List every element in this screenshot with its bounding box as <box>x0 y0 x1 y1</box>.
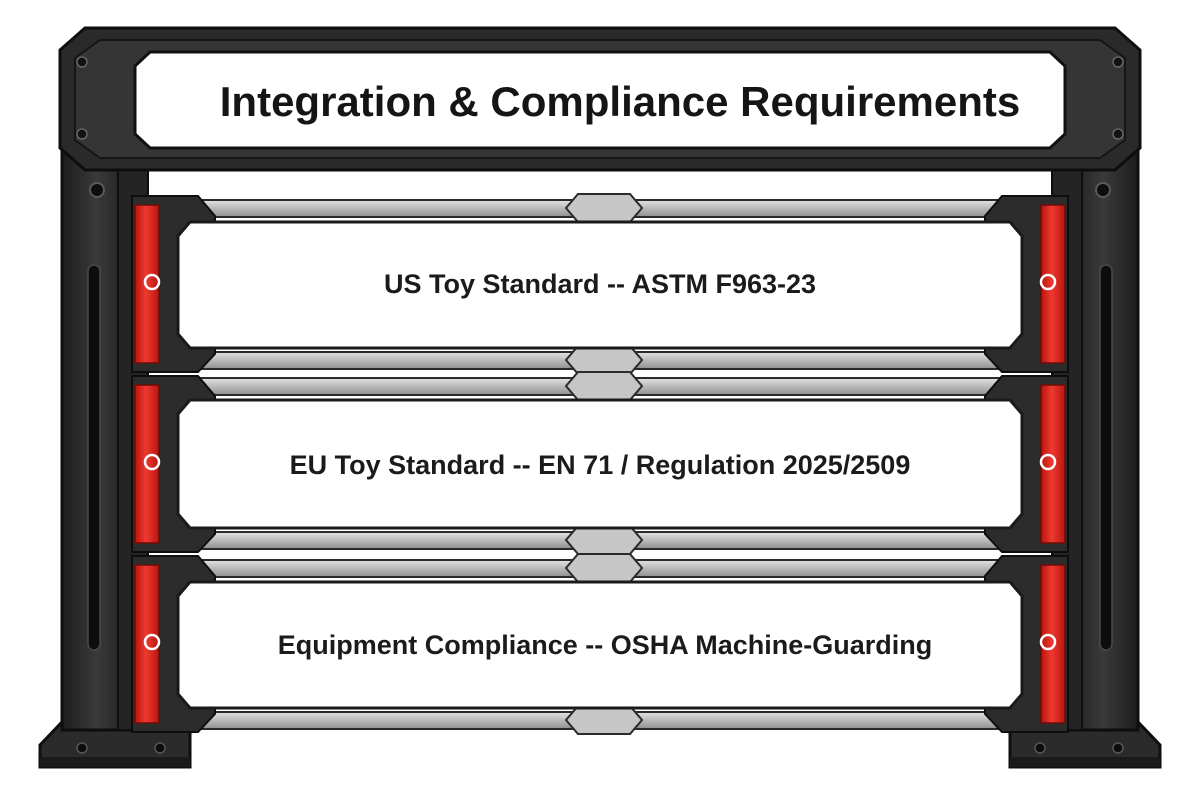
tier-2: EU Toy Standard -- EN 71 / Regulation 20… <box>131 371 1069 555</box>
tier-1-label: US Toy Standard -- ASTM F963-23 <box>384 269 816 299</box>
tier-3-label: Equipment Compliance -- OSHA Machine-Gua… <box>278 630 933 660</box>
title-panel <box>133 50 1067 150</box>
tier-1-right-bolt-icon <box>1039 273 1057 291</box>
tier-3-top-clip <box>564 553 644 583</box>
tier-3: Equipment Compliance -- OSHA Machine-Gua… <box>131 553 1069 735</box>
header-plate: Integration & Compliance Requirements <box>58 26 1142 172</box>
tier-1-left-red-stripe <box>134 204 160 364</box>
tier-3-right-bolt-icon <box>1039 633 1057 651</box>
tier-1-bottom-clip <box>564 345 644 375</box>
tier-3-right-red-stripe <box>1040 564 1066 724</box>
tier-1-panel <box>176 220 1024 350</box>
tier-1: US Toy Standard -- ASTM F963-23 <box>131 193 1069 375</box>
tier-2-panel <box>176 398 1024 530</box>
tier-1-left-bolt-icon <box>143 273 161 291</box>
tier-2-left-red-stripe <box>134 384 160 544</box>
left-base-foot <box>38 720 192 769</box>
tier-2-right-red-stripe <box>1040 384 1066 544</box>
tier-1-top-clip <box>564 193 644 223</box>
tier-2-left-bolt-icon <box>143 453 161 471</box>
tier-3-bottom-clip <box>564 705 644 735</box>
diagram-title: Integration & Compliance Requirements <box>220 78 1020 125</box>
tier-2-top-clip <box>564 371 644 401</box>
tier-2-bottom-clip <box>564 525 644 555</box>
tier-3-left-bolt-icon <box>143 633 161 651</box>
tier-2-right-bolt-icon <box>1039 453 1057 471</box>
tier-3-left-red-stripe <box>134 564 160 724</box>
tier-1-right-red-stripe <box>1040 204 1066 364</box>
tier-2-label: EU Toy Standard -- EN 71 / Regulation 20… <box>290 450 911 480</box>
right-base-foot <box>1008 720 1162 769</box>
tier-3-panel <box>176 580 1024 710</box>
